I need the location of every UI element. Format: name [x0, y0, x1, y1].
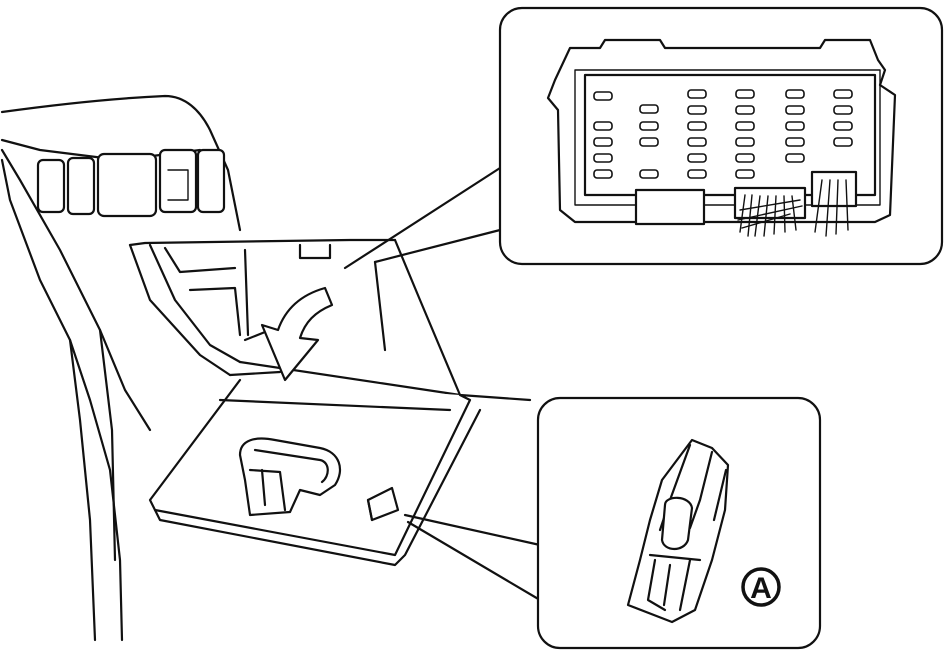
fuse-box	[546, 38, 897, 237]
callout-letter: A	[750, 572, 772, 605]
lid-latch	[238, 437, 342, 517]
connectors	[634, 170, 858, 237]
clip-part	[626, 438, 730, 624]
arrow-down-curved-icon	[260, 286, 334, 382]
leader-lines	[343, 166, 542, 602]
fuse-slots	[593, 89, 853, 179]
dashboard-structure	[0, 94, 532, 642]
clip-callout: A	[536, 396, 822, 650]
lid-clip	[366, 486, 400, 522]
fuse-box-callout	[498, 6, 944, 266]
callout-label-a: A	[741, 567, 781, 607]
switch-panel	[36, 148, 226, 218]
